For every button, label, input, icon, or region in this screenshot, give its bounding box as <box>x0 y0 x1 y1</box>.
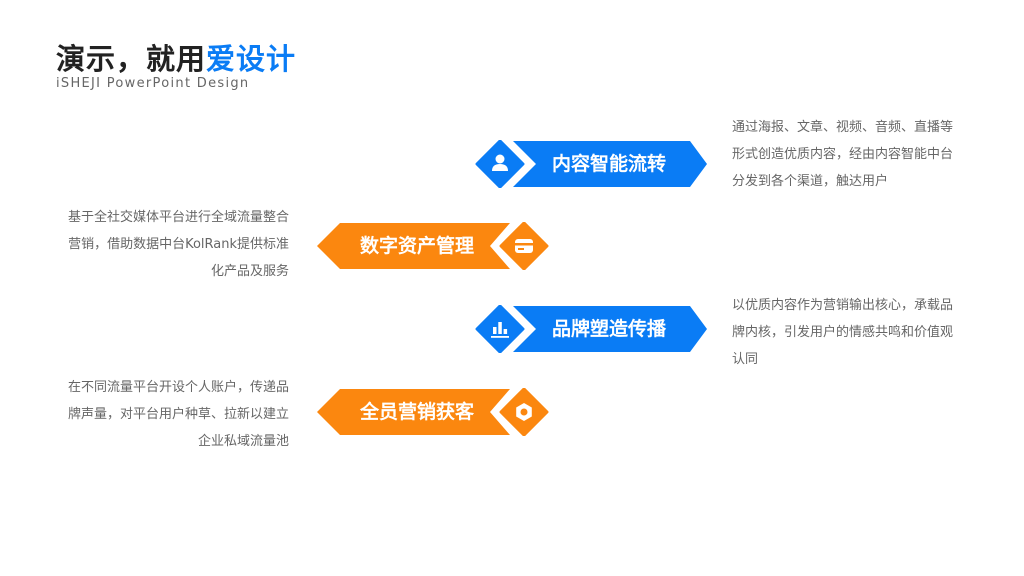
banner-shape <box>475 140 707 188</box>
title-plain: 演示，就用 <box>56 42 207 76</box>
user-icon <box>492 154 508 171</box>
description-content-flow: 通过海报、文章、视频、音频、直播等形式创造优质内容，经由内容智能中台分发到各个渠… <box>732 120 954 189</box>
banner-shape <box>317 388 549 436</box>
card-icon <box>515 239 533 253</box>
page-subtitle: iSHEJI PowerPoint Design <box>56 76 250 91</box>
description-brand-building: 以优质内容作为营销输出核心，承载品牌内核，引发用户的情感共鸣和价值观认同 <box>732 298 954 367</box>
banner-label: 数字资产管理 <box>359 235 474 257</box>
banner-all-staff-marketing: 全员营销获客 <box>312 388 552 436</box>
gear-icon <box>516 403 532 421</box>
banner-digital-asset: 数字资产管理 <box>312 222 552 270</box>
title-highlight: 爱设计 <box>206 42 297 76</box>
banner-brand-building: 品牌塑造传播 <box>472 305 712 353</box>
description-digital-asset: 基于全社交媒体平台进行全域流量整合营销，借助数据中台KolRank提供标准化产品… <box>67 210 289 279</box>
banner-label: 品牌塑造传播 <box>551 318 666 340</box>
bar-chart-icon <box>491 322 509 338</box>
banner-content-flow: 内容智能流转 <box>472 140 712 188</box>
banner-shape <box>317 222 549 270</box>
description-all-staff-marketing: 在不同流量平台开设个人账户，传递品牌声量，对平台用户种草、拉新以建立企业私域流量… <box>67 380 289 449</box>
page-title: 演示，就用爱设计 <box>56 36 296 78</box>
banner-shape <box>475 305 707 353</box>
banner-label: 内容智能流转 <box>551 153 666 175</box>
banner-label: 全员营销获客 <box>359 401 474 423</box>
